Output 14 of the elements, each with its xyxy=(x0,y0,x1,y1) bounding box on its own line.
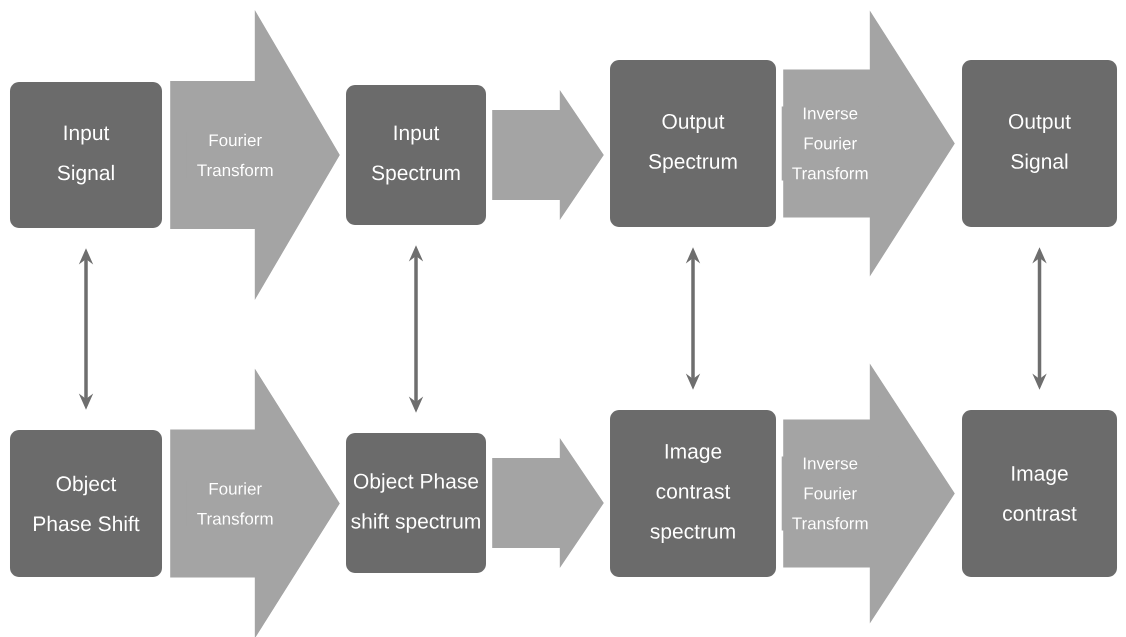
process-box: Input Spectrum xyxy=(346,85,486,225)
edge-label: Inverse Fourier Transform xyxy=(781,456,879,531)
process-box: Image contrast spectrum xyxy=(610,410,776,577)
process-box: Output Signal xyxy=(962,60,1117,227)
process-box: Input Signal xyxy=(10,82,162,228)
process-box: Output Spectrum xyxy=(610,60,776,227)
process-box: Image contrast xyxy=(962,410,1117,577)
block-arrow xyxy=(492,438,604,568)
edge-label: Inverse Fourier Transform xyxy=(781,106,879,181)
block-arrow xyxy=(492,90,604,220)
process-box: Object Phase Shift xyxy=(10,430,162,577)
edge-label: Fourier Transform xyxy=(186,481,284,526)
edge-label: Fourier Transform xyxy=(186,132,284,178)
process-box: Object Phase shift spectrum xyxy=(346,433,486,573)
